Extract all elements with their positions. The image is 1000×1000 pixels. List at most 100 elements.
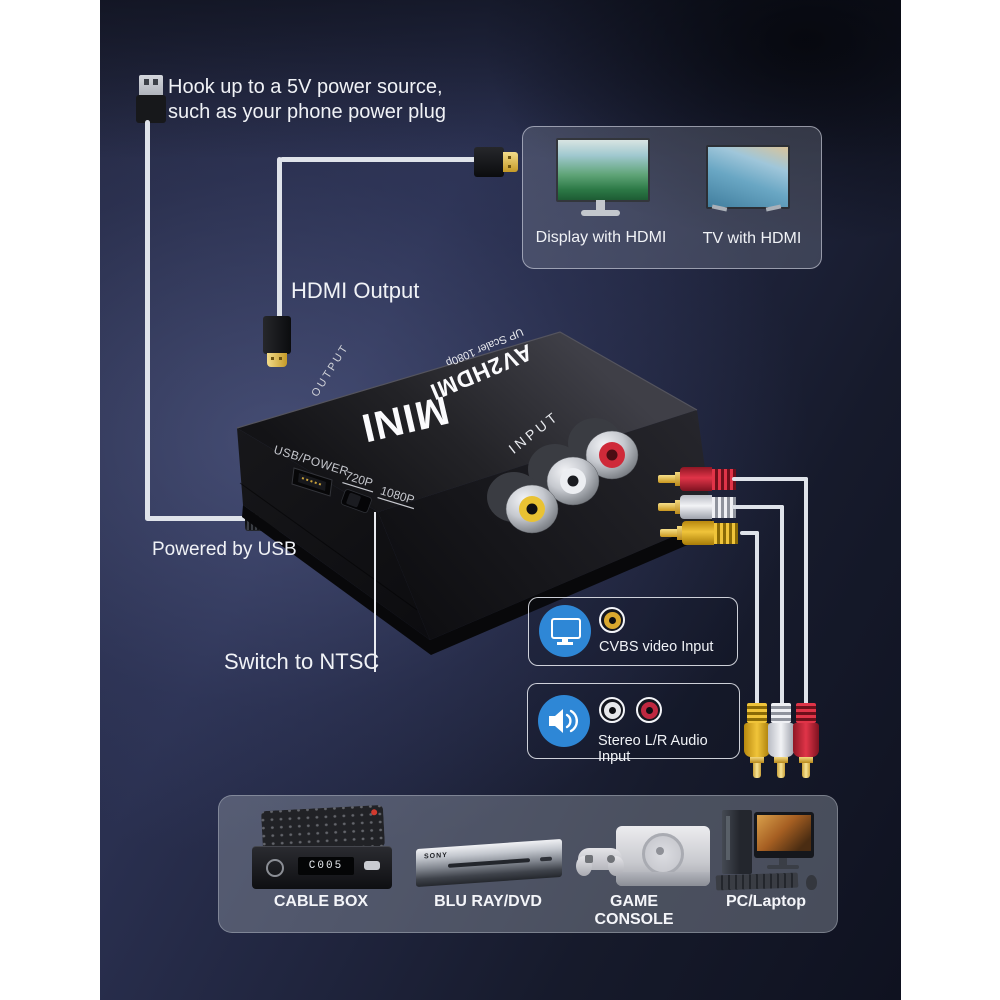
rca-pin [777, 763, 785, 778]
hdmi-pin [508, 156, 511, 159]
tv-icon-neck [562, 638, 568, 642]
usb-plug-icon [139, 75, 163, 96]
monitor-stand-neck [596, 200, 605, 211]
video-icon-circle [539, 605, 591, 657]
rca-jack-white [528, 444, 600, 506]
tv-with-hdmi-label: TV with HDMI [702, 230, 802, 247]
tv-icon [551, 618, 581, 639]
rca-jack-red [568, 418, 639, 480]
switch-pointer-line [374, 512, 376, 672]
usb-power-cable-horizontal [145, 516, 247, 521]
controller-dpad [585, 855, 593, 863]
rca-plug-down-yellow [744, 703, 770, 778]
remote-power-button [371, 809, 378, 816]
rca-body [680, 467, 712, 491]
box-shell-seam [239, 482, 418, 611]
rca-jack-yellow [487, 472, 559, 534]
dvd-tray [448, 858, 530, 868]
rca-ribs [712, 468, 736, 490]
rca-pin [658, 503, 675, 511]
red-cable-vertical [804, 477, 808, 705]
rca-ribs [747, 703, 767, 723]
game-controller-image [576, 848, 624, 876]
rca-ribs [771, 703, 791, 723]
hdmi-plug-down-tip [267, 353, 287, 367]
rca-collar [677, 526, 682, 540]
hdmi-pin [508, 165, 511, 168]
console-front [616, 872, 710, 886]
yellow-rca-icon [599, 607, 625, 633]
rca-ribs [796, 703, 816, 723]
rca-pin [753, 763, 761, 778]
cable-box-knob [266, 859, 284, 877]
tv-icon-base [557, 642, 573, 645]
power-note-line1: Hook up to a 5V power source, [168, 76, 443, 98]
yellow-ring [603, 611, 621, 629]
yellow-cable-vertical [755, 531, 759, 705]
usb-contact [153, 79, 158, 85]
rca-body [793, 723, 819, 757]
rca-collar [750, 757, 764, 763]
rca-pin [802, 763, 810, 778]
hdmi-plug-down-icon [263, 316, 291, 354]
rca-body [680, 495, 712, 519]
pc-screen [757, 815, 811, 851]
dvd-buttons [540, 856, 552, 862]
rca-plug-down-red [793, 703, 819, 778]
white-rca-icon [599, 697, 625, 723]
power-note-line2: such as your phone power plug [168, 101, 446, 123]
ntsc-pal-switch[interactable] [340, 489, 372, 514]
console-lid-center [656, 847, 664, 855]
cvbs-video-input-label: CVBS video Input [599, 639, 714, 655]
rca-body [768, 723, 794, 757]
white-ring [603, 701, 621, 719]
rca-plug-yellow [660, 520, 738, 546]
controller-buttons [607, 855, 615, 863]
bluray-dvd-label: BLU RAY/DVD [434, 893, 542, 910]
white-cable-vertical [780, 505, 784, 705]
usb-contact [144, 79, 149, 85]
output-port-label: OUTPUT [309, 342, 351, 399]
rca-plug-down-white [768, 703, 794, 778]
rca-collar [799, 757, 813, 763]
dvd-brand-label: SONY [424, 851, 448, 861]
rca-plug-white [658, 494, 736, 520]
rca-ribs [714, 522, 738, 544]
pc-mouse-image [806, 875, 817, 890]
yellow-cable-horizontal [740, 531, 759, 535]
hdmi-plug-right-icon [474, 147, 504, 177]
tv-image [706, 145, 790, 209]
rca-body [744, 723, 770, 757]
pc-laptop-label: PC/Laptop [726, 893, 806, 910]
switch-to-ntsc-label: Switch to NTSC [224, 649, 380, 674]
hdmi-cable-vertical [277, 157, 282, 320]
powered-by-usb-label: Powered by USB [152, 539, 297, 560]
red-ring [640, 701, 658, 719]
console-disc-lid [642, 833, 684, 875]
mode-720p-underline [342, 482, 374, 493]
rca-ribs [712, 496, 736, 518]
rca-collar [675, 500, 680, 514]
box-bottom-lip [242, 505, 713, 655]
display-monitor-image [556, 138, 650, 202]
red-rca-icon [636, 697, 662, 723]
rca-collar [675, 472, 680, 486]
hdmi-pin [279, 357, 282, 360]
rca-collar [774, 757, 788, 763]
tower-vent [726, 816, 730, 860]
pc-keyboard-image [715, 872, 799, 891]
display-with-hdmi-label: Display with HDMI [535, 229, 667, 246]
rca-plug-red [658, 466, 736, 492]
hdmi-cable-horizontal [280, 157, 476, 162]
mini-usb-port [291, 467, 333, 497]
cable-box-image: C005 [252, 846, 392, 889]
pc-monitor-image [754, 812, 814, 858]
rca-pin [660, 529, 677, 537]
audio-icon-circle [538, 695, 590, 747]
box-top-face [237, 332, 697, 512]
pc-tower-image [722, 810, 752, 874]
game-console-image [616, 826, 710, 886]
cable-box-port [364, 861, 380, 870]
cable-box-display: C005 [298, 857, 354, 875]
